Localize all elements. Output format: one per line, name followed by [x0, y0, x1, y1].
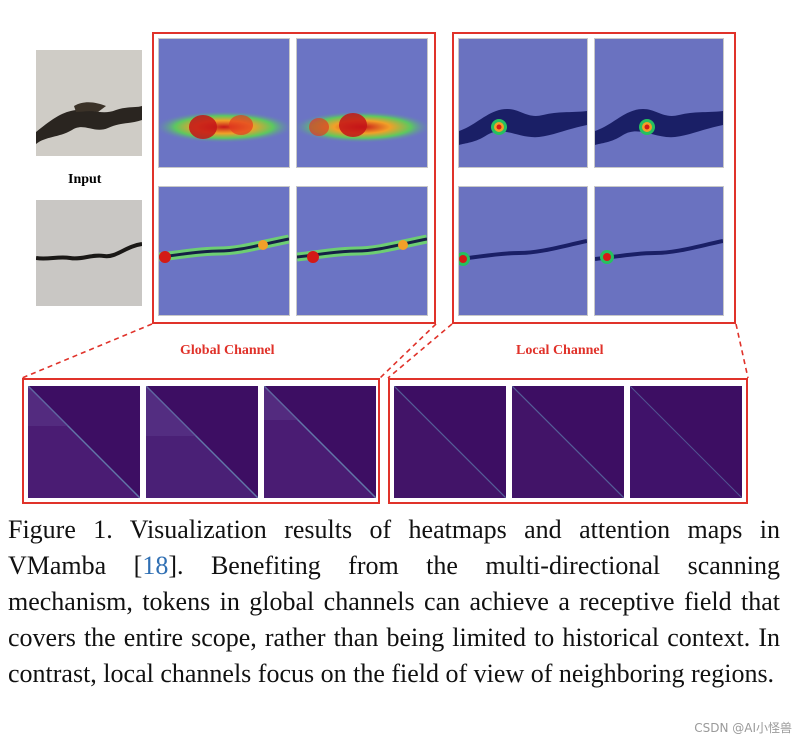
global-heatmap-top-left	[158, 38, 290, 168]
global-heatmap-bottom-left	[158, 186, 290, 316]
local-attention-frame	[388, 378, 748, 504]
global-heatmap-bottom-right	[296, 186, 428, 316]
citation-link[interactable]: 18	[142, 551, 169, 580]
global-attention-frame	[22, 378, 380, 504]
local-heatmap-bottom-left	[458, 186, 588, 316]
local-heatmap-top-left	[458, 38, 588, 168]
local-channel-frame	[452, 32, 736, 324]
caption-part2: ]. Benefiting from the multi-directional…	[8, 551, 780, 688]
caption-part1: Figure 1. Visualization results of heatm…	[8, 515, 780, 580]
global-heatmap-top-right	[296, 38, 428, 168]
global-attention-map-3	[264, 386, 376, 498]
local-attention-map-2	[512, 386, 624, 498]
global-channel-frame	[152, 32, 436, 324]
input-image-wide-crack	[36, 50, 142, 156]
local-heatmap-bottom-right	[594, 186, 724, 316]
global-attention-map-1	[28, 386, 140, 498]
global-channel-label: Global Channel	[180, 343, 275, 358]
dashed-connectors	[21, 323, 749, 379]
local-channel-label: Local Channel	[516, 343, 604, 358]
local-attention-map-1	[394, 386, 506, 498]
input-label: Input	[68, 172, 102, 187]
global-attention-map-2	[146, 386, 258, 498]
local-heatmap-top-right	[594, 38, 724, 168]
input-image-thin-crack	[36, 200, 142, 306]
figure-caption: Figure 1. Visualization results of heatm…	[8, 512, 780, 692]
watermark: CSDN @AI小怪兽	[694, 721, 792, 735]
local-attention-map-3	[630, 386, 742, 498]
